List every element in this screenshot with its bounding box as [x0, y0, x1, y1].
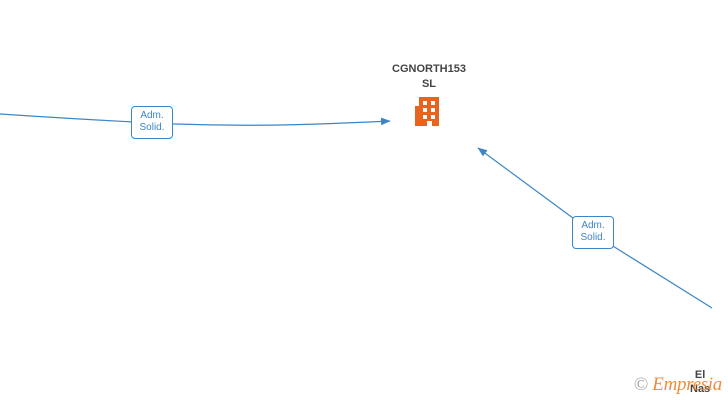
edge-badge-left-line1: Adm.	[140, 110, 164, 121]
node-label-line1: CGNORTH153	[392, 63, 466, 75]
edge-badge-bottom-right-line1: Adm.	[581, 220, 605, 231]
node-icon-wrap	[374, 94, 484, 128]
node-label-partial-line2: Nas	[690, 383, 711, 395]
node-label-partial[interactable]: El Nas	[690, 368, 710, 396]
watermark-brand: Empresia	[652, 374, 722, 396]
watermark: © Empresia	[634, 374, 722, 396]
edge-badge-left-line2: Solid.	[139, 122, 165, 133]
copyright-icon: ©	[633, 374, 649, 395]
edge-badge-bottom-right[interactable]: Adm. Solid.	[572, 216, 614, 249]
node-label-line2: SL	[421, 78, 437, 90]
building-icon	[415, 97, 439, 126]
edge-left	[0, 113, 391, 126]
node-cgnorth153[interactable]: CGNORTH153 SL	[374, 62, 484, 128]
watermark-brand-text: Empresia	[652, 374, 722, 395]
node-label-partial-line1: El	[694, 369, 706, 381]
edge-badge-left[interactable]: Adm. Solid.	[131, 106, 173, 139]
edge-badge-bottom-right-line2: Solid.	[580, 232, 606, 243]
